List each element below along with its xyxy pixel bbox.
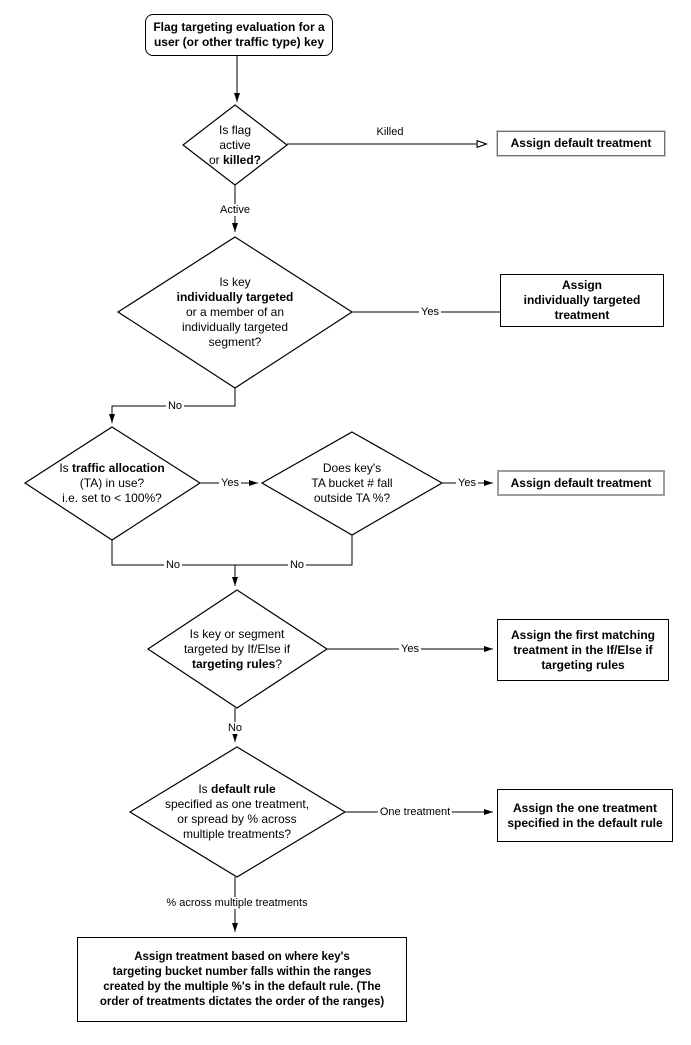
edge-label-no-individual: No — [165, 400, 185, 412]
edge-no-traffic-allocation — [111, 540, 235, 566]
edge-no-outside-ta — [235, 535, 353, 566]
result-assign-individually-targeted-treatment: Assign individually targeted treatment — [500, 274, 664, 327]
result-assign-treatment-by-bucket-ranges: Assign treatment based on where key's ta… — [77, 937, 407, 1022]
edge-label-yes-outside: Yes — [456, 477, 478, 489]
decision-traffic-allocation-shape — [23, 426, 202, 541]
decision-individually-targeted-shape — [116, 236, 354, 389]
edge-label-yes-rules: Yes — [399, 643, 421, 655]
start-node-label: Flag targeting evaluation for a user (or… — [153, 20, 325, 49]
result-assign-default-treatment-killed: Assign default treatment — [496, 130, 666, 157]
edge-label-killed: Killed — [374, 126, 406, 138]
decision-targeting-rules-shape — [146, 589, 329, 709]
edge-label-one-treatment: One treatment — [377, 806, 453, 818]
decision-targeting-rules-label: Is key or segment targeted by If/Else if… — [183, 627, 291, 671]
decision-individually-targeted-label: Is key individually targeted or a member… — [176, 275, 294, 349]
edge-label-yes-ta: Yes — [219, 477, 241, 489]
decision-flag-active-shape — [182, 104, 288, 186]
decision-default-rule-shape — [128, 746, 347, 878]
decision-flag-active-label: Is flag active or killed? — [208, 123, 262, 167]
decision-traffic-allocation-label: Is traffic allocation (TA) in use? i.e. … — [59, 461, 165, 505]
edge-label-no-ta: No — [163, 559, 183, 571]
decision-ta-bucket-shape — [260, 431, 444, 536]
result-assign-first-matching-treatment: Assign the first matching treatment in t… — [497, 619, 669, 681]
edge-label-pct-multiple: % across multiple treatments — [164, 897, 310, 909]
edge-label-active: Active — [218, 204, 252, 216]
edge-label-yes-individual: Yes — [419, 306, 441, 318]
start-node: Flag targeting evaluation for a user (or… — [145, 14, 333, 56]
edge-label-no-rules: No — [225, 722, 245, 734]
decision-default-rule-label: Is default rule specified as one treatme… — [164, 782, 310, 841]
decision-ta-bucket-label: Does key's TA bucket # fall outside TA %… — [311, 461, 393, 505]
result-assign-one-treatment-default-rule: Assign the one treatment specified in th… — [497, 789, 673, 842]
result-assign-default-treatment-ta: Assign default treatment — [497, 470, 665, 496]
edge-label-no-outside: No — [287, 559, 307, 571]
